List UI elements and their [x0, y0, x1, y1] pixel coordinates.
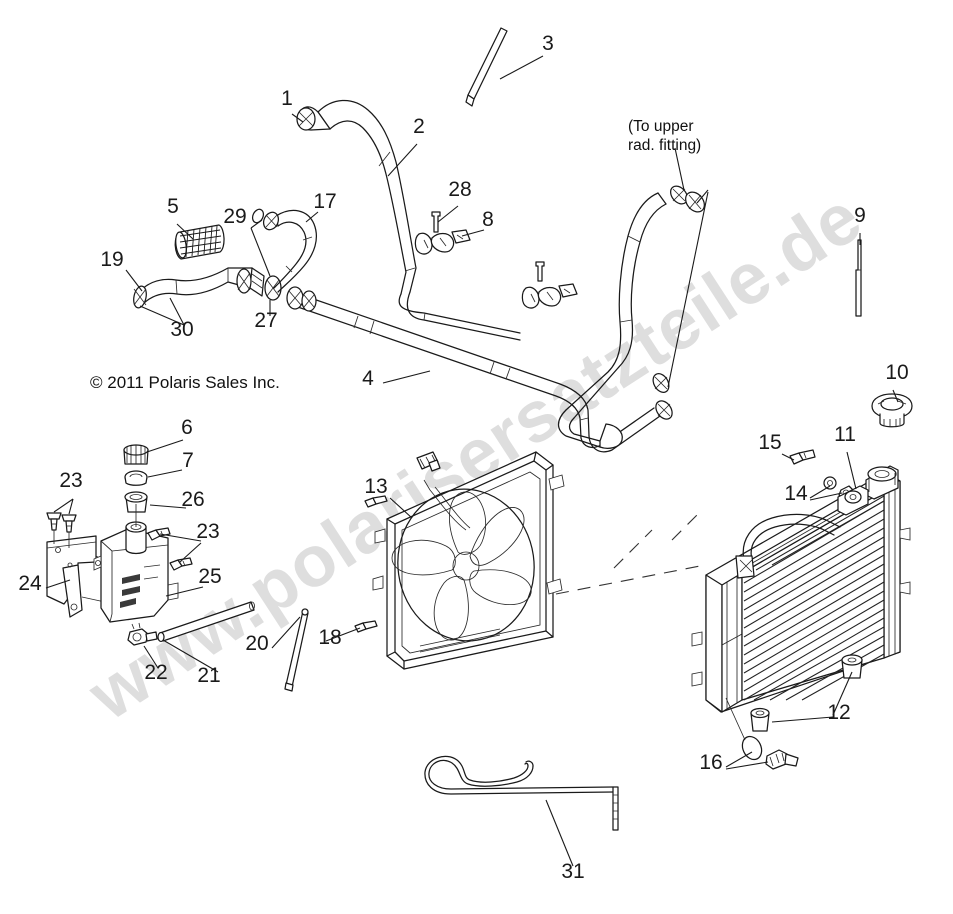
part-drain-plug-16 — [725, 697, 799, 770]
callout-25-coolant-reservoir: 25 — [198, 565, 221, 588]
callout-24-reservoir-bracket: 24 — [18, 572, 42, 595]
part-push-rivet-15 — [789, 449, 816, 465]
part-reservoir-bracket — [46, 535, 121, 618]
callout-1-hose-clamp: 1 — [281, 87, 293, 110]
part-upper-rad-fitting-hose — [557, 185, 705, 449]
callout-14-nut-and-washer: 14 — [784, 482, 808, 505]
part-reservoir-gasket — [124, 491, 148, 513]
callout-30-hose-clamp-lower: 30 — [170, 318, 193, 341]
assembly-guide-dashes — [555, 511, 701, 595]
part-long-pin — [855, 239, 862, 317]
part-lower-hose — [133, 267, 253, 309]
part-hook-tool-31 — [424, 755, 619, 831]
callout-20-vent-tube: 20 — [245, 632, 268, 655]
callout-9-long-pin: 9 — [854, 204, 866, 227]
part-hose-clip-upper — [414, 211, 471, 255]
leader-lines — [45, 55, 899, 867]
part-push-rivet-23c — [147, 527, 171, 541]
note-to-upper-rad-fitting: (To upper rad. fitting) — [628, 118, 701, 154]
part-radiator — [691, 465, 911, 713]
part-bypass-hose — [251, 208, 317, 293]
callout-2-upper-radiator-hose: 2 — [413, 115, 425, 138]
callout-12-rubber-mount-grommet: 12 — [827, 701, 850, 724]
callout-4-long-coolant-hose: 4 — [362, 367, 374, 390]
callout-22-tube-fitting: 22 — [144, 661, 167, 684]
callout-23-push-rivet-pair: 23 — [59, 469, 82, 492]
callout-28-clip-screw: 28 — [448, 178, 471, 201]
callout-8-hose-clip: 8 — [482, 208, 494, 231]
callout-5-hose-sleeve: 5 — [167, 195, 179, 218]
part-screw-18 — [354, 620, 378, 633]
part-screw-18b — [364, 495, 388, 508]
callout-13-fan-assembly: 13 — [364, 475, 387, 498]
part-long-rod — [465, 27, 508, 107]
callout-19-lower-hose: 19 — [100, 248, 123, 271]
part-coolant-reservoir — [93, 521, 179, 623]
callout-11-radiator-bracket: 11 — [834, 423, 856, 446]
part-push-rivet-23a — [46, 512, 62, 544]
part-hose-clip-lower — [521, 261, 578, 309]
callout-10-radiator-cap: 10 — [885, 361, 908, 384]
part-hose-clamp-top — [296, 107, 316, 131]
callout-23-push-rivet-pair: 23 — [196, 520, 219, 543]
note-line-2: rad. fitting) — [628, 137, 701, 154]
callout-6-reservoir-cap: 6 — [181, 416, 193, 439]
part-push-rivet-23d — [169, 557, 193, 571]
callout-15-push-rivet: 15 — [758, 431, 781, 454]
callout-3-long-rod: 3 — [542, 32, 554, 55]
part-hose-clamp-mid — [286, 286, 317, 312]
callout-16-drain-plug: 16 — [699, 751, 722, 774]
callout-17-bypass-hose: 17 — [313, 190, 336, 213]
part-vent-tube-20 — [284, 608, 309, 692]
callout-31-hook-tool: 31 — [561, 860, 584, 883]
callout-21-overflow-tube: 21 — [197, 664, 220, 687]
part-grommet-12a — [841, 654, 863, 679]
part-grommet-12b — [750, 707, 770, 732]
callout-27-tee-fitting: 27 — [254, 309, 277, 332]
part-push-rivet-23b — [61, 514, 77, 548]
copyright-text: © 2011 Polaris Sales Inc. — [90, 373, 280, 392]
note-line-1: (To upper — [628, 118, 693, 135]
part-tube-fitting-22 — [127, 622, 158, 646]
part-overflow-tube-21 — [157, 601, 255, 643]
part-reservoir-cap — [123, 444, 149, 465]
callout-18-screw: 18 — [318, 626, 341, 649]
callout-7-cap-seal: 7 — [182, 449, 194, 472]
part-fan-assembly — [372, 451, 565, 670]
callout-29-small-clamp: 29 — [223, 205, 246, 228]
part-cap-seal — [124, 470, 148, 486]
callout-26-reservoir-gasket: 26 — [181, 488, 204, 511]
